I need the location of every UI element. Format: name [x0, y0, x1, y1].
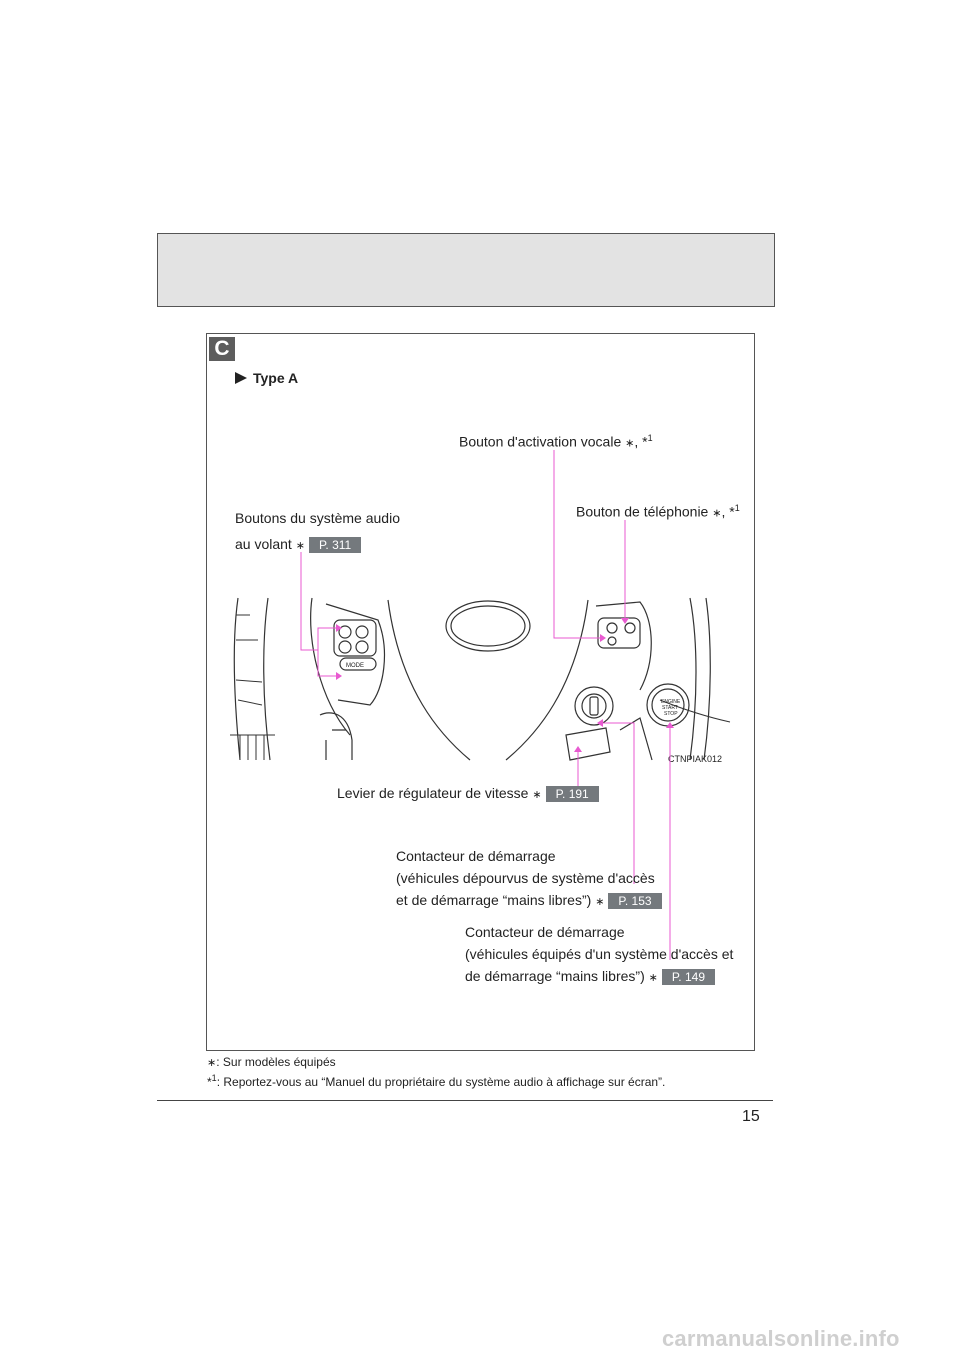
cruise-lever-label: Levier de régulateur de vitesse ∗P. 191 — [337, 783, 599, 806]
footer-rule — [157, 1100, 773, 1101]
leader-voice — [553, 450, 600, 639]
type-heading: Type A — [235, 370, 298, 388]
ignition-standard-page-ref[interactable]: P. 153 — [608, 893, 662, 910]
illustration-code: CTNPIAK012 — [668, 754, 722, 764]
ignition-smart-label: Contacteur de démarrage (véhicules équip… — [465, 924, 734, 986]
leader-ignition-std — [603, 722, 635, 884]
ignition-smart-page-ref[interactable]: P. 149 — [661, 969, 715, 986]
audio-page-ref[interactable]: P. 311 — [308, 537, 362, 554]
diagram-panel — [206, 333, 755, 1051]
voice-button-label: Bouton d'activation vocale ∗, *1 — [459, 433, 653, 450]
ignition-standard-label: Contacteur de démarrage (véhicules dépou… — [396, 845, 662, 913]
type-heading-text: Type A — [253, 370, 299, 386]
section-badge: C — [209, 337, 235, 361]
audio-buttons-label: Boutons du système audio au volant ∗P. 3… — [235, 510, 400, 554]
engine-label-1: ENGINE — [661, 699, 681, 705]
engine-label-2: START — [662, 705, 678, 711]
footnote-1: *1: Reportez-vous au “Manuel du propriét… — [207, 1073, 666, 1089]
cruise-page-ref[interactable]: P. 191 — [545, 786, 599, 803]
engine-label-3: STOP — [664, 711, 678, 717]
play-arrow-icon — [235, 372, 247, 384]
page-number: 15 — [742, 1108, 760, 1125]
watermark: carmanualsonline.info — [662, 1326, 900, 1351]
phone-button-label: Bouton de téléphonie ∗, *1 — [576, 503, 740, 520]
footnote-star: ∗: Sur modèles équipés — [207, 1055, 336, 1069]
header-band — [157, 233, 775, 307]
mode-button-label: MODE — [346, 663, 364, 669]
